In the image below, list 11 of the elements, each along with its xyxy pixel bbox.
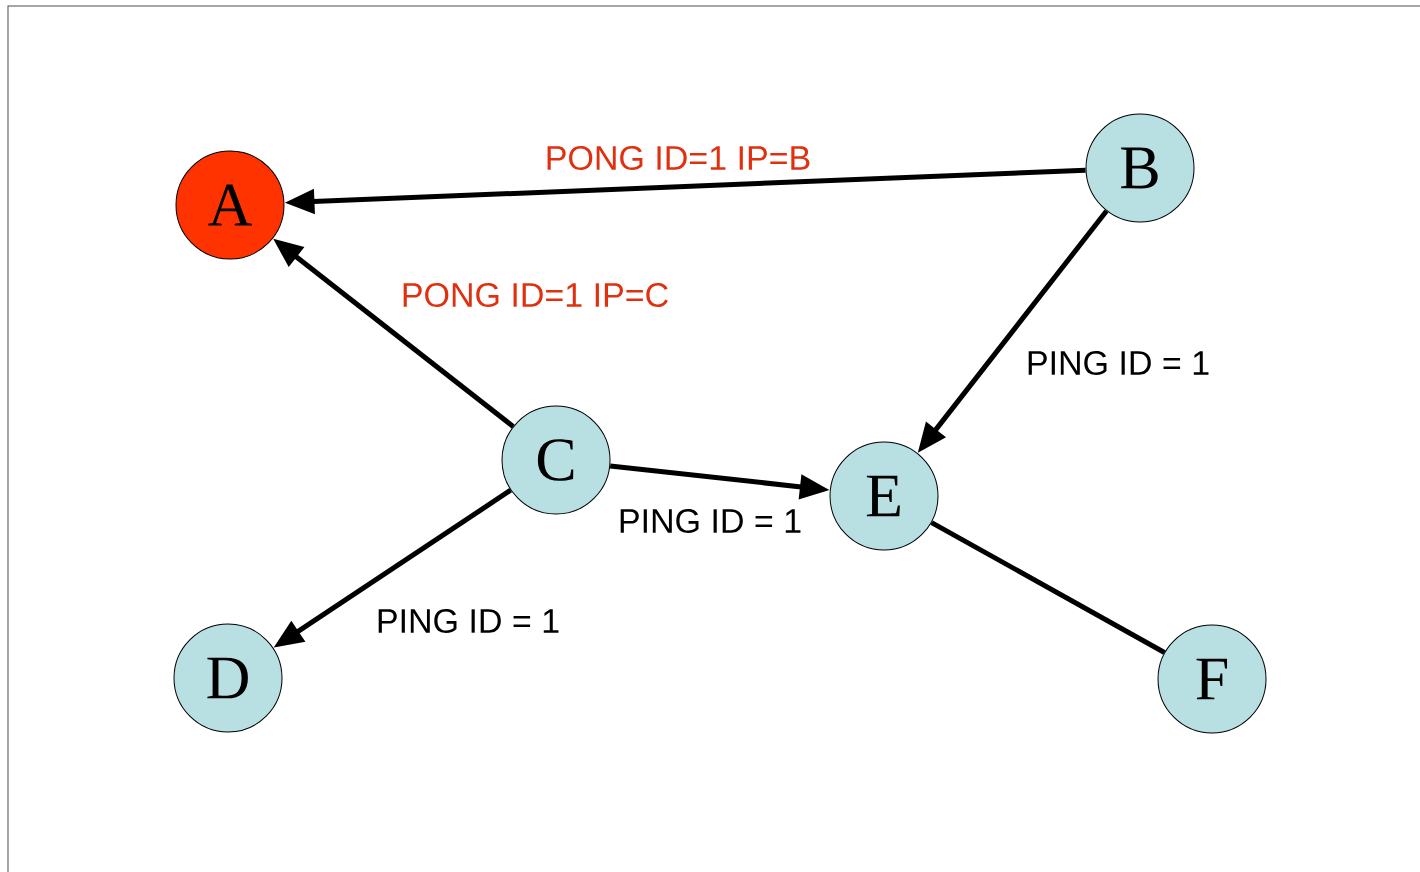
edge-label: PONG ID=1 IP=C — [399, 281, 671, 309]
circle-node: C — [501, 405, 611, 515]
circle-node: F — [1157, 624, 1267, 734]
edge-label: PONG ID=1 IP=B — [543, 144, 813, 172]
circle-node: A — [175, 150, 285, 260]
circle-node: B — [1085, 113, 1195, 223]
edge-label: PING ID = 1 — [374, 607, 562, 635]
circle-node: D — [173, 623, 283, 733]
circle-node: E — [829, 441, 939, 551]
edge-label: PING ID = 1 — [616, 507, 804, 535]
edge-label: PING ID = 1 — [1024, 349, 1212, 377]
